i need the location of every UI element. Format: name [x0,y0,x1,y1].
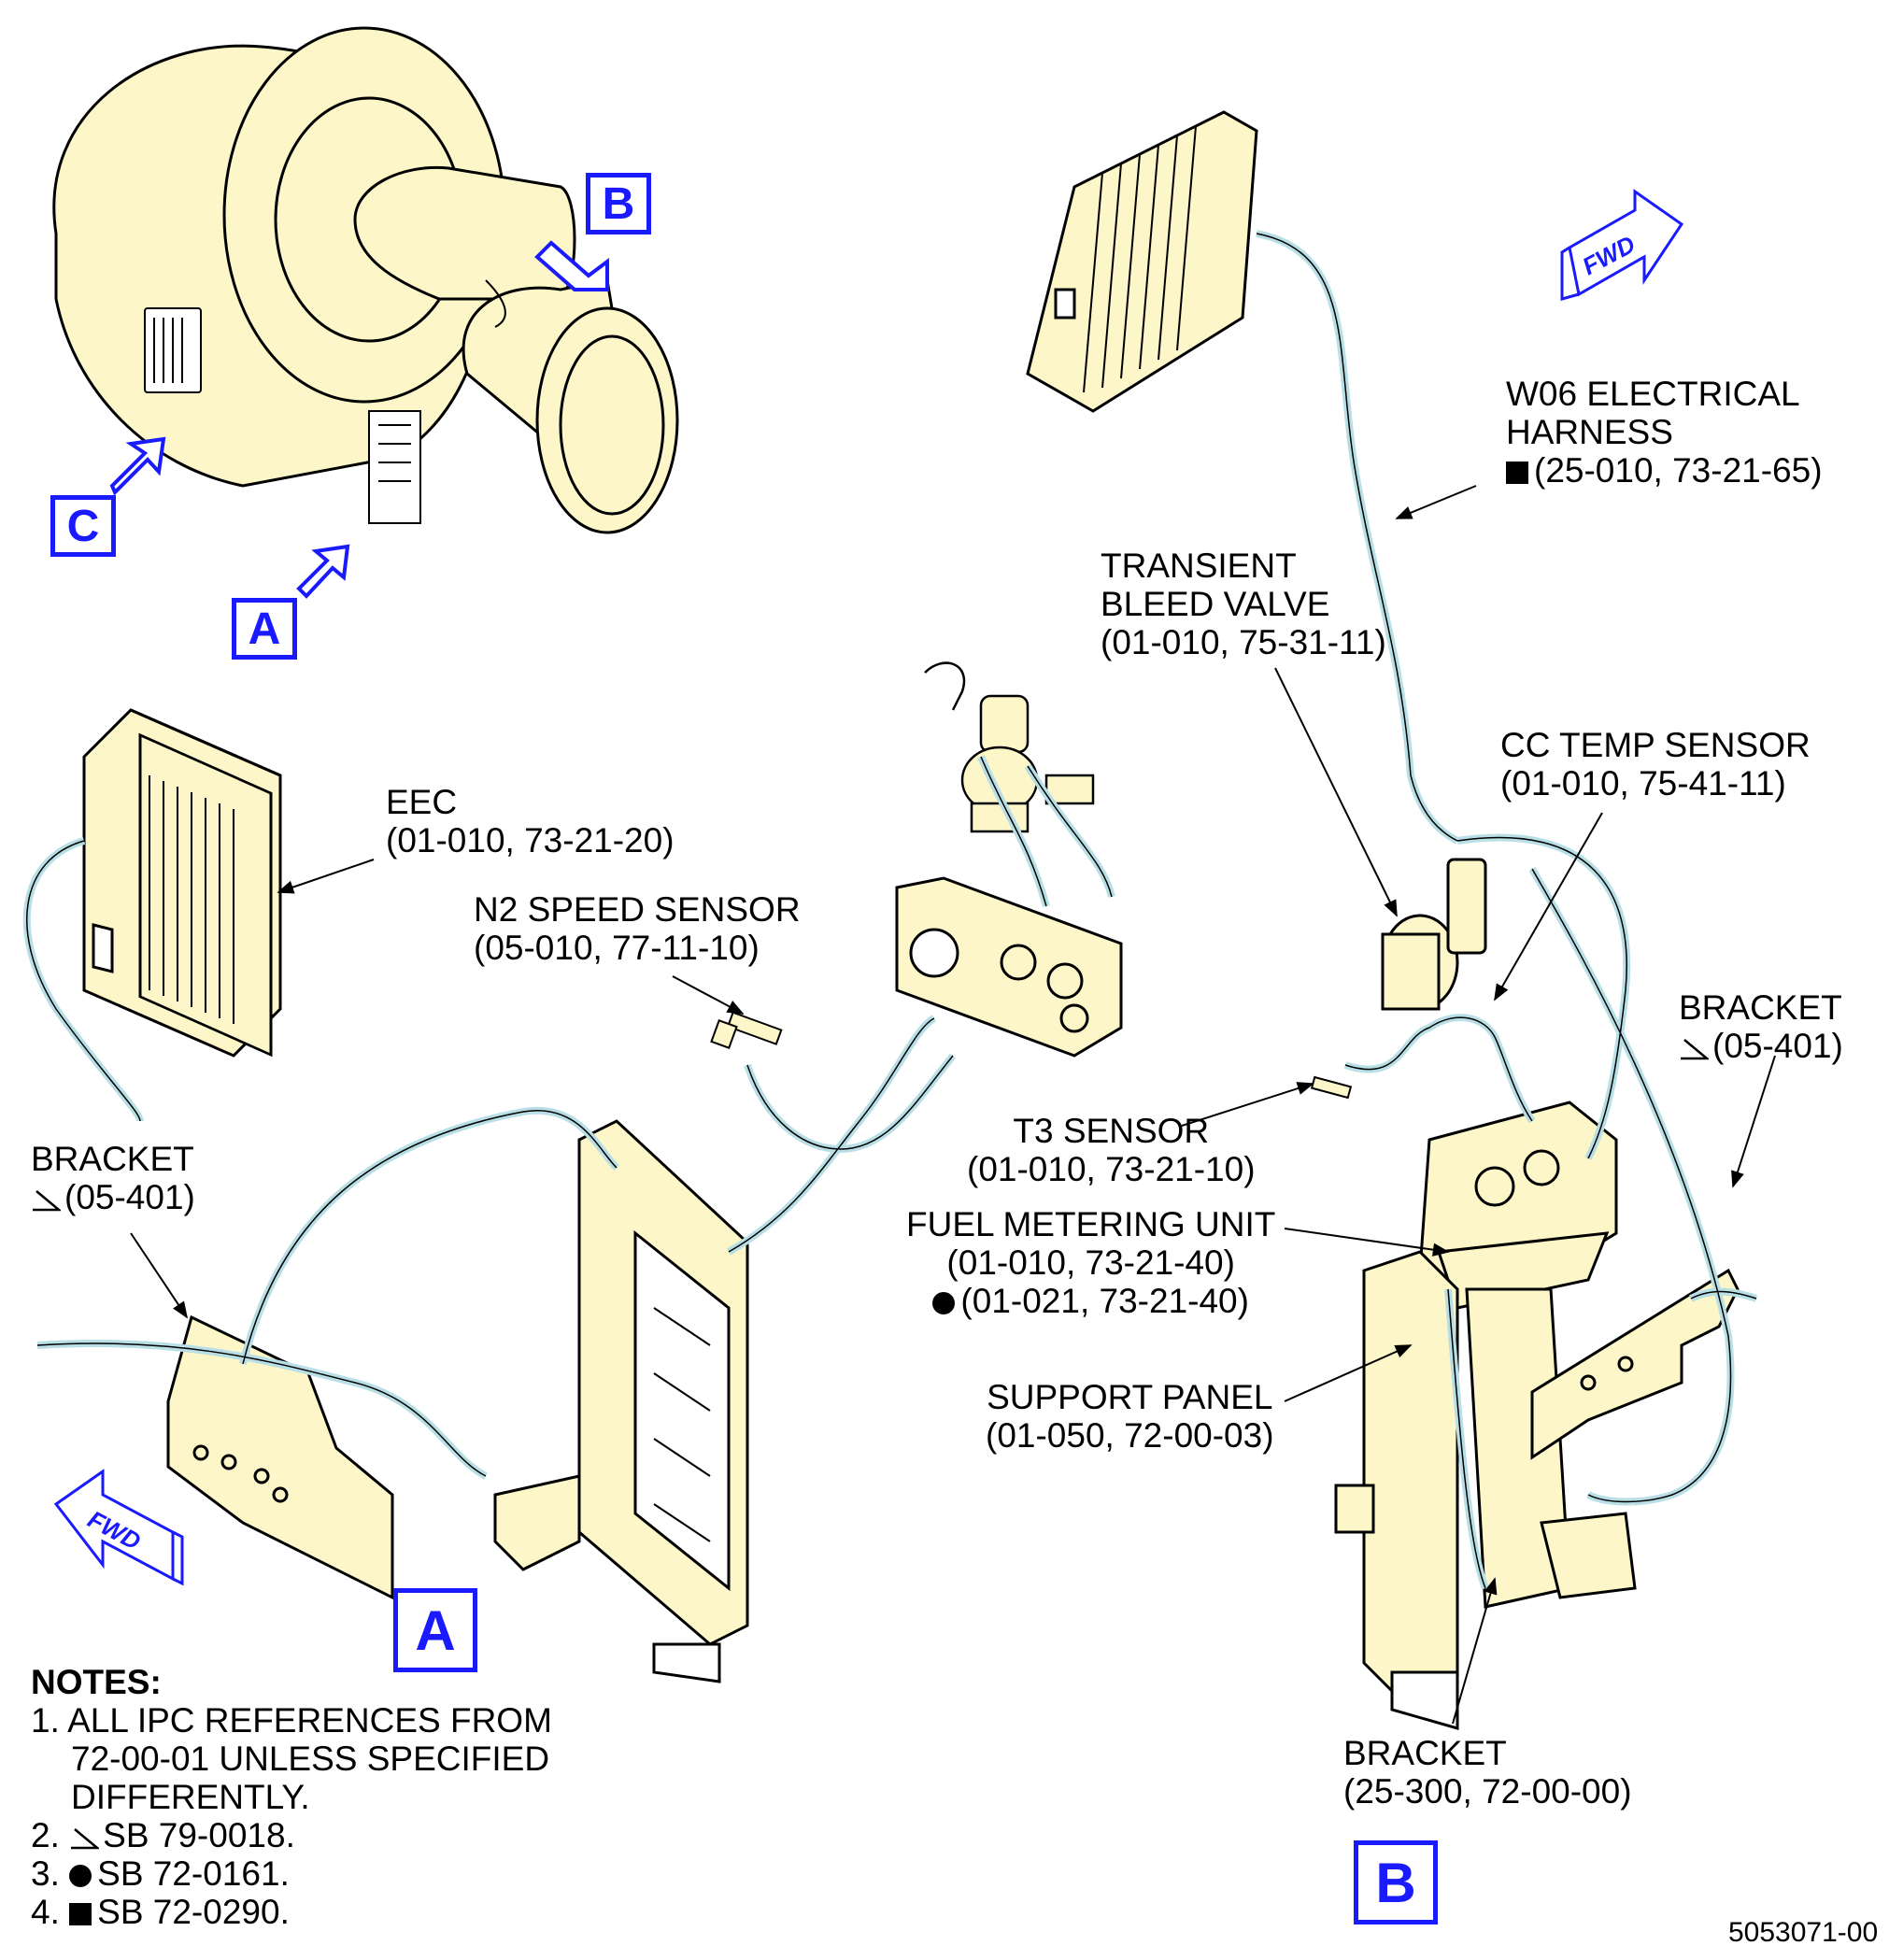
n2-speed-sensor [710,1011,783,1049]
callout-w06-harness: W06 ELECTRICAL HARNESS (25-010, 73-21-65… [1506,375,1823,490]
bracket-a [166,1314,394,1600]
fuel-metering-unit-a [895,876,1123,1058]
engine-eec-small [144,307,202,393]
callout-bracket-right: BRACKET (05-401) [1679,988,1843,1065]
callout-n2-speed-sensor: N2 SPEED SENSOR (05-010, 77-11-10) [474,890,801,967]
view-ref-b-small: B [586,173,651,234]
note-1-line-2: 72-00-01 UNLESS SPECIFIED [71,1740,550,1778]
flag-marker-icon [1681,1039,1709,1060]
callout-cc-temp-sensor: CC TEMP SENSOR (01-010, 75-41-11) [1500,726,1811,802]
fwd-arrow-a [53,1469,184,1586]
view-arrow-a [296,544,350,599]
view-ref-a-small: A [232,598,297,660]
note-1: 1. ALL IPC REFERENCES FROM [31,1701,552,1740]
square-marker-icon [1506,462,1528,484]
engine-panel-small [368,410,421,524]
callout-bracket-left: BRACKET (05-401) [31,1140,195,1216]
view-arrow-c [109,436,166,496]
fwd-arrow-b [1560,189,1684,301]
callout-eec: EEC (01-010, 73-21-20) [386,783,675,859]
document-number: 5053071-00 [1728,1917,1879,1948]
flag-marker-icon [71,1828,100,1850]
support-panel-a [493,1119,749,1683]
leader-lines [130,485,1776,1725]
circle-marker-icon [69,1865,92,1887]
note-2: 2. SB 79-0018. [31,1816,295,1854]
harness-b [1256,230,1758,1590]
fuel-metering-unit-b [1418,1101,1618,1310]
bleed-valve-cluster [924,661,1095,833]
t3-sensor [1310,1075,1353,1100]
support-panel-b [1334,1250,1637,1730]
callout-fuel-metering-unit: FUEL METERING UNIT (01-010, 73-21-40) (0… [906,1205,1276,1320]
eec-unit [82,708,282,1058]
square-marker-icon [69,1903,92,1925]
callout-support-panel: SUPPORT PANEL (01-050, 72-00-03) [986,1378,1274,1455]
view-ref-c-small: C [50,495,116,557]
notes-block: NOTES: 1. ALL IPC REFERENCES FROM 72-00-… [31,1663,552,1931]
note-4: 4. SB 72-0290. [31,1893,290,1931]
circle-marker-icon [932,1292,956,1314]
harness-a [36,755,1115,1480]
view-ref-a-large: A [393,1588,477,1672]
flag-marker-icon [33,1190,61,1212]
view-arrow-b [534,240,609,291]
engine-harness-small [485,279,506,328]
bracket-b [1530,1268,1740,1460]
note-1-line-3: DIFFERENTLY. [71,1778,310,1816]
notes-title: NOTES: [31,1663,162,1701]
eec-unit-b [1026,110,1258,413]
view-ref-b-large: B [1354,1840,1438,1924]
bleed-valve-b [1381,858,1487,1011]
callout-bracket-bottom: BRACKET (25-300, 72-00-00) [1343,1734,1632,1811]
callout-transient-bleed-valve: TRANSIENT BLEED VALVE (01-010, 75-31-11) [1101,547,1386,661]
callout-t3-sensor: T3 SENSOR (01-010, 73-21-10) [967,1112,1256,1188]
note-3: 3. SB 72-0161. [31,1854,290,1893]
